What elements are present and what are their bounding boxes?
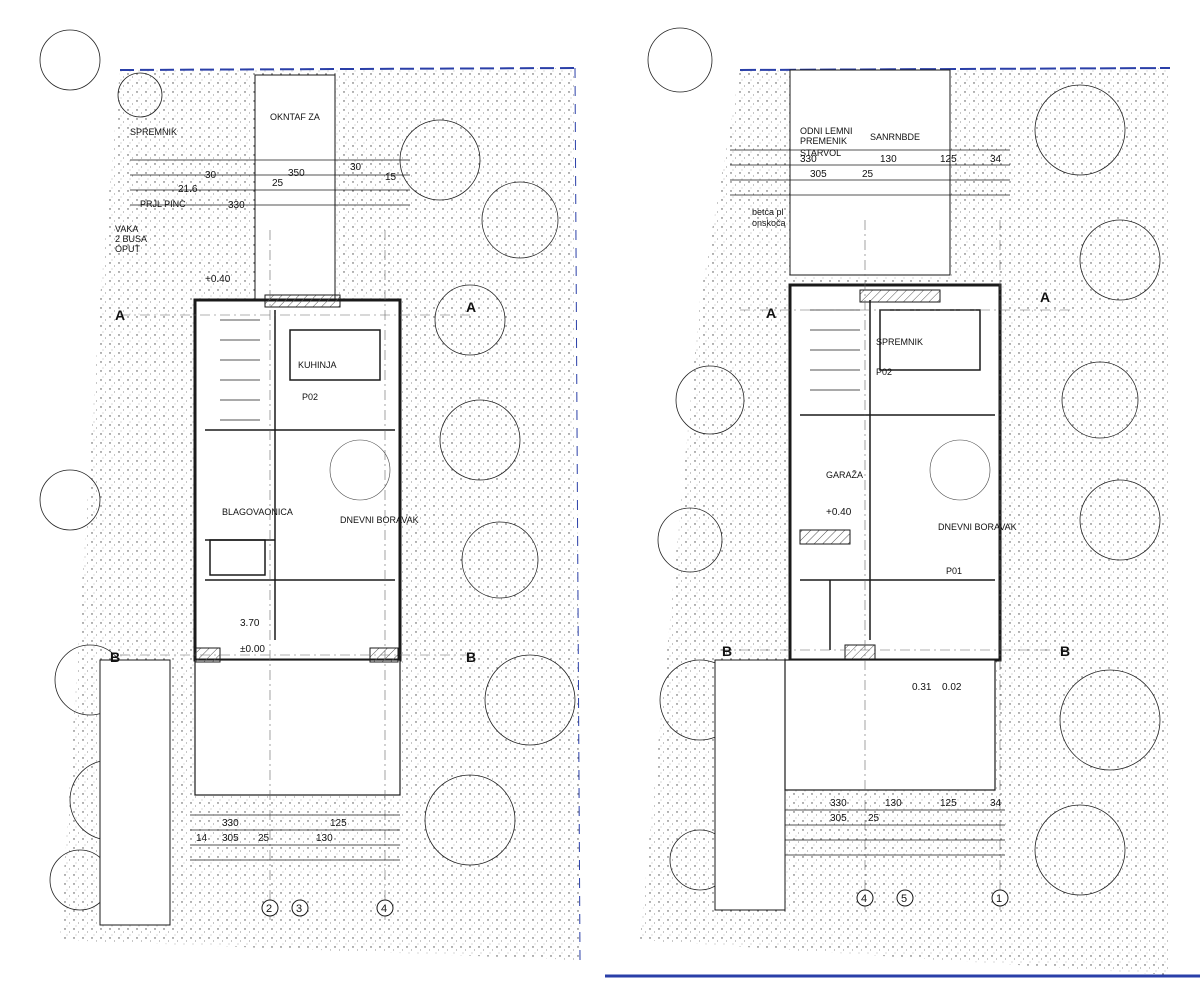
left-grid-label-1: 2: [266, 903, 272, 915]
left-room-label-3: DNEVNI BORAVAK: [340, 515, 419, 525]
left-level-3: 3.70: [240, 618, 260, 629]
right-grid-label-2: 5: [901, 893, 907, 905]
right-interior-tree: [929, 439, 991, 501]
right-dim-bottom-6: 25: [868, 813, 880, 824]
right-dim-top-1: 330: [800, 154, 817, 165]
left-dim-bottom-1: 330: [222, 818, 239, 829]
left-sheet: A A B B 2 3 4 BLAGOVAONICA KUHINJA DNEVN…: [39, 29, 581, 961]
left-dim-top-2: 30: [350, 162, 362, 173]
left-building-outline: [193, 298, 402, 662]
left-grid-bubbles: [261, 899, 394, 917]
left-dim-top-3: 330: [228, 200, 245, 211]
right-room-label-5: P01: [946, 566, 962, 576]
right-note-3: STARVOL: [800, 148, 841, 158]
left-driveway: [254, 74, 336, 301]
left-room-label-1: BLAGOVAONICA: [222, 507, 293, 517]
right-wall-bottom: [844, 644, 876, 660]
right-note-6: onskoča: [752, 218, 786, 228]
left-plot-boundary: [119, 67, 576, 71]
left-note-5: 2 BUSA: [115, 234, 147, 244]
left-section-mark-b-left: B: [110, 649, 120, 665]
right-dim-bottom-5: 305: [830, 813, 847, 824]
left-level-1: +0.40: [205, 274, 231, 285]
left-dim-stack-bottom: [190, 814, 400, 861]
right-grid-bubbles: [856, 889, 1009, 907]
right-note-2: PREMENIK: [800, 136, 847, 146]
right-room-label-1: SPREMNIK: [876, 337, 923, 347]
right-level-3: 0.02: [942, 682, 962, 693]
left-terrace: [194, 659, 401, 796]
right-wall-mid: [799, 529, 851, 545]
right-dim-top-2: 130: [880, 154, 897, 165]
left-dim-bottom-5: 25: [258, 833, 270, 844]
right-level-1: +0.40: [826, 507, 852, 518]
left-note-2: SPREMNIK: [130, 127, 177, 137]
left-grid-lines: [120, 230, 470, 920]
left-dim-stack-top: [130, 159, 410, 206]
right-dim-top-5: 305: [810, 169, 827, 180]
right-driveway: [789, 69, 951, 276]
left-grid-label-2: 3: [296, 903, 302, 915]
left-dim-top-4: 25: [272, 178, 284, 189]
right-access-path: [714, 659, 786, 911]
right-section-mark-b-right: B: [1060, 643, 1070, 659]
right-trees: [647, 27, 1161, 896]
left-access-path: [99, 659, 171, 926]
left-dim-top-1: 21.6: [178, 184, 198, 195]
left-grid-label-3: 4: [381, 903, 387, 915]
left-dim-top-5: 350: [288, 168, 305, 179]
left-note-4: PRJL PINC: [140, 199, 186, 209]
right-level-2: 0.31: [912, 682, 932, 693]
left-interior-walls: [205, 310, 395, 640]
left-section-mark-a-right: A: [466, 299, 476, 315]
right-dim-top-6: 25: [862, 169, 874, 180]
left-note-6: OPUT: [115, 244, 141, 254]
right-room-label-3: DNEVNI BORAVAK: [938, 522, 1017, 532]
right-grid-label-3: 1: [996, 893, 1002, 905]
right-dim-top-3: 125: [940, 154, 957, 165]
right-dim-bottom-2: 130: [885, 798, 902, 809]
right-staircase: [810, 309, 860, 391]
left-wall-top: [264, 294, 341, 308]
right-dim-stack-top: [730, 149, 1010, 196]
right-terrace: [784, 659, 996, 791]
right-room-label-2: GARAŽA: [826, 470, 863, 480]
right-dim-bottom-1: 330: [830, 798, 847, 809]
right-dim-bottom-4: 34: [990, 798, 1002, 809]
right-grid-label-1: 4: [861, 893, 867, 905]
left-room-label-4: P02: [302, 392, 318, 402]
right-sheet: A A B B 4 5 1 SPREMNIK GARAŽA DNEVNI BOR…: [605, 27, 1200, 978]
left-staircase: [220, 319, 260, 421]
sheet-divider: [598, 0, 600, 981]
right-grid-lines: [720, 220, 1070, 910]
left-dim-bottom-4: 305: [222, 833, 239, 844]
left-dim-bottom-2: 125: [330, 818, 347, 829]
right-building-outline: [788, 283, 1002, 662]
right-section-mark-b-left: B: [722, 643, 732, 659]
right-room-label-4: P02: [876, 367, 892, 377]
right-note-1: ODNI LEMNI: [800, 126, 853, 136]
left-dim-bottom-6: 130: [316, 833, 333, 844]
right-note-4: SANRNBDE: [870, 132, 920, 142]
left-room-label-2: KUHINJA: [298, 360, 337, 370]
right-wall-top: [859, 289, 941, 303]
right-section-mark-a-left: A: [766, 305, 776, 321]
right-dim-top-4: 34: [990, 154, 1002, 165]
left-section-mark-a-left: A: [115, 307, 125, 323]
left-dim-top-6: 15: [385, 172, 397, 183]
right-dim-stack-bottom: [785, 809, 1005, 856]
right-section-mark-a-right: A: [1040, 289, 1050, 305]
right-note-5: betca pl: [752, 207, 784, 217]
left-note-3: VAKA: [115, 224, 138, 234]
left-level-2: ±0.00: [240, 644, 265, 655]
left-section-mark-b-right: B: [466, 649, 476, 665]
left-interior-tree: [329, 439, 391, 501]
left-dim-bottom-3: 14: [196, 833, 208, 844]
right-dim-bottom-3: 125: [940, 798, 957, 809]
left-note-1: OKNTAF ZA: [270, 112, 320, 122]
left-dim-top-7: 30: [205, 170, 217, 181]
left-plot-boundary-right: [574, 67, 581, 961]
